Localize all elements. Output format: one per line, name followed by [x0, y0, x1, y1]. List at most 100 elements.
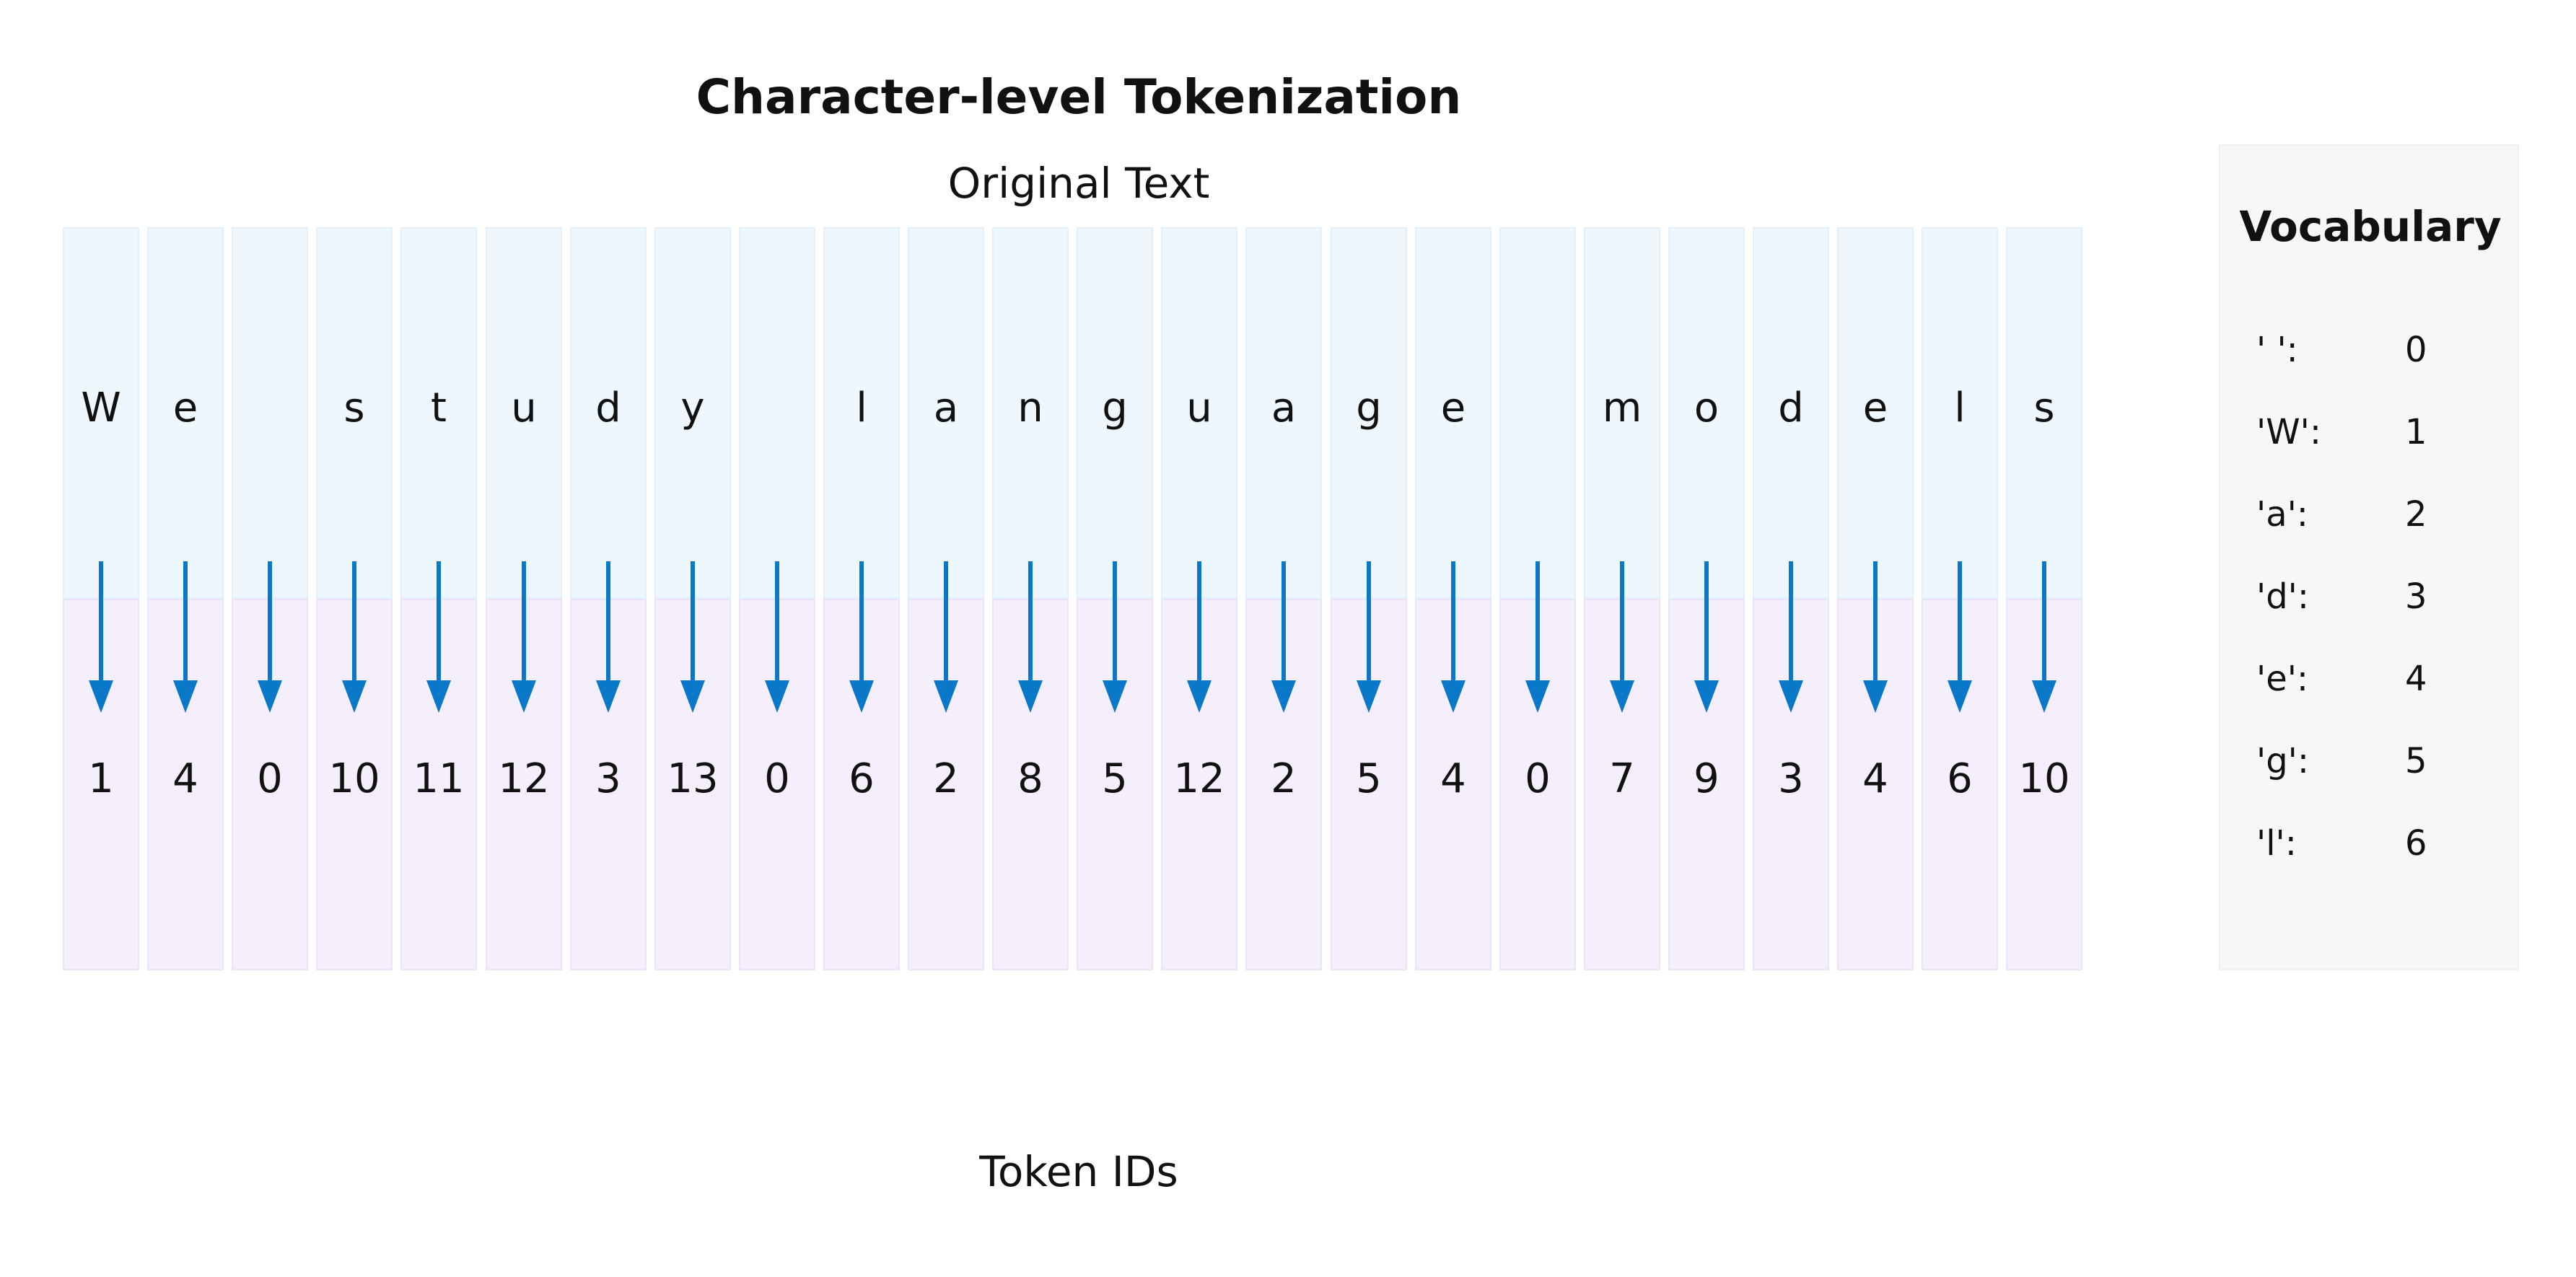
character-cell [147, 227, 224, 599]
down-arrow-icon [258, 561, 282, 713]
down-arrow-icon [1103, 561, 1127, 713]
character-label: l [1954, 385, 1966, 431]
character-cell [1499, 227, 1576, 599]
character-label: g [1102, 385, 1128, 431]
down-arrow-icon [342, 561, 367, 713]
vocabulary-value: 6 [2405, 823, 2427, 864]
character-label: o [1694, 385, 1719, 431]
character-cell [1415, 227, 1491, 599]
character-cell [400, 227, 477, 599]
down-arrow-icon [512, 561, 536, 713]
character-cell [232, 227, 308, 599]
character-cell [570, 227, 647, 599]
character-cell [654, 227, 731, 599]
vocabulary-value: 3 [2405, 576, 2427, 617]
vocabulary-key: 'g': [2256, 741, 2310, 781]
character-cell [992, 227, 1069, 599]
token-id-cell [908, 599, 984, 970]
token-id-label: 6 [849, 755, 875, 802]
token-id-label: 4 [1862, 755, 1888, 802]
down-arrow-icon [426, 561, 451, 713]
token-id-label: 4 [172, 755, 198, 802]
vocabulary-key: 'e': [2256, 659, 2309, 699]
token-id-label: 0 [257, 755, 283, 802]
token-id-cell [147, 599, 224, 970]
down-arrow-icon [1610, 561, 1634, 713]
vocabulary-value: 4 [2405, 659, 2427, 699]
character-cell [63, 227, 139, 599]
character-label [1499, 385, 1576, 431]
down-arrow-icon [680, 561, 705, 713]
vocabulary-key: 'd': [2256, 576, 2310, 617]
token-id-label: 3 [595, 755, 621, 802]
vocabulary-panel: Vocabulary ' ':0'W':1'a':2'd':3'e':4'g':… [2219, 144, 2519, 970]
token-id-label: 10 [328, 755, 380, 802]
character-label: d [595, 385, 621, 431]
token-id-label: 1 [88, 755, 114, 802]
character-cell [1837, 227, 1914, 599]
token-column: 0 [739, 227, 815, 970]
character-label: s [2033, 385, 2055, 431]
character-label: u [1186, 385, 1212, 431]
token-id-label: 3 [1778, 755, 1804, 802]
character-cell [1161, 227, 1237, 599]
character-label: e [1440, 385, 1466, 431]
character-label: t [431, 385, 447, 431]
character-cell [823, 227, 900, 599]
vocabulary-title: Vocabulary [2239, 202, 2502, 251]
token-id-label: 4 [1440, 755, 1466, 802]
token-id-label: 9 [1694, 755, 1719, 802]
token-id-label: 0 [764, 755, 790, 802]
down-arrow-icon [849, 561, 874, 713]
down-arrow-icon [1187, 561, 1212, 713]
vocabulary-key: ' ': [2256, 330, 2298, 370]
character-cell [908, 227, 984, 599]
token-column: 0 [232, 227, 308, 970]
token-id-label: 13 [667, 755, 719, 802]
character-label: W [81, 385, 121, 431]
token-id-label: 6 [1947, 755, 1973, 802]
character-label: u [511, 385, 537, 431]
vocabulary-key: 'a': [2256, 494, 2308, 535]
token-id-label: 11 [413, 755, 465, 802]
down-arrow-icon [934, 561, 958, 713]
original-text-label: Original Text [947, 159, 1210, 208]
vocabulary-key: 'W': [2256, 412, 2322, 452]
down-arrow-icon [1694, 561, 1719, 713]
down-arrow-icon [596, 561, 621, 713]
down-arrow-icon [1525, 561, 1550, 713]
character-label: l [856, 385, 867, 431]
character-label: e [1862, 385, 1888, 431]
token-id-label: 2 [933, 755, 959, 802]
character-label [232, 385, 308, 431]
token-id-label: 5 [1356, 755, 1382, 802]
character-label [739, 385, 815, 431]
character-label: d [1778, 385, 1804, 431]
vocabulary-value: 5 [2405, 741, 2427, 781]
token-id-label: 5 [1102, 755, 1128, 802]
down-arrow-icon [1357, 561, 1381, 713]
character-cell [1331, 227, 1407, 599]
character-label: a [1271, 385, 1297, 431]
character-label: a [933, 385, 959, 431]
character-cell [739, 227, 815, 599]
down-arrow-icon [1948, 561, 1972, 713]
character-label: m [1602, 385, 1642, 431]
token-column: 0 [1499, 227, 1576, 970]
down-arrow-icon [173, 561, 198, 713]
